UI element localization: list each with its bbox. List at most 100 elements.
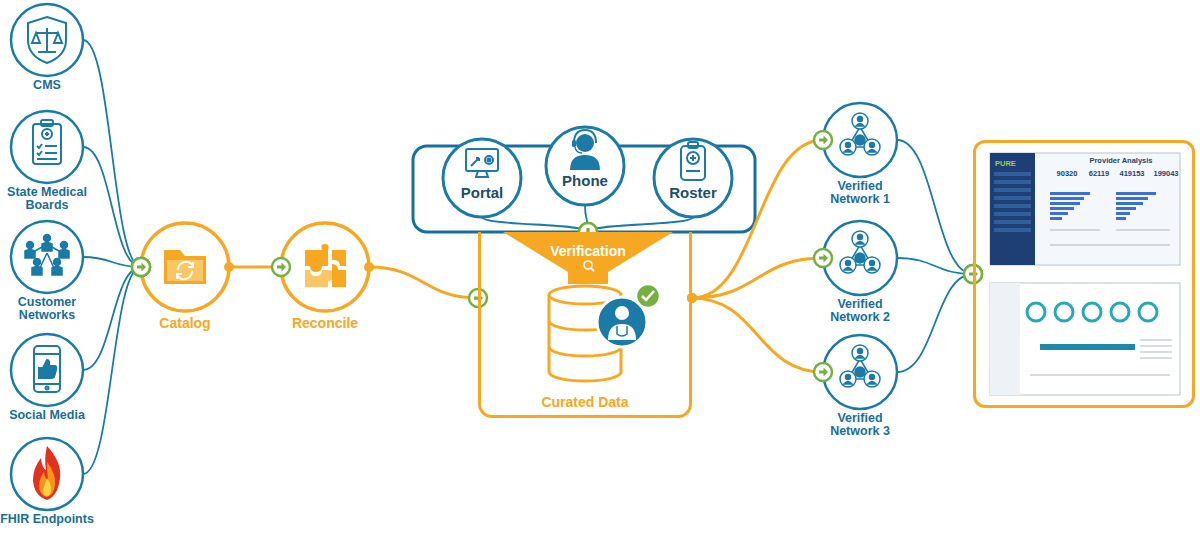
network-circle: Verified Network 3 [823, 335, 897, 409]
connector-line [692, 140, 823, 298]
connector [83, 147, 150, 276]
node-label: Customer Networks [0, 296, 94, 322]
connector [687, 249, 832, 303]
connector-line [692, 298, 823, 372]
source-node: FHIR Endpoints [11, 438, 83, 510]
clipboard-icon [33, 120, 61, 164]
source-node: Customer Networks [11, 221, 83, 293]
arrow-head [814, 249, 832, 267]
dashboard-value: 62119 [1084, 169, 1114, 179]
dashboard-value: PURE [995, 159, 1035, 169]
connector-dot [364, 262, 374, 272]
node-label: Verified Network 3 [812, 412, 908, 438]
dashboard-title: Provider Analysis [1066, 156, 1176, 165]
arrow-ring [132, 258, 150, 276]
connector-line [897, 258, 973, 274]
people-icon [25, 235, 69, 276]
node-label: State Medical Boards [0, 186, 94, 212]
connector-line [83, 267, 141, 370]
box-label: Curated Data [481, 394, 689, 410]
connector [364, 262, 487, 307]
arrow-ring [272, 258, 290, 276]
dashboard-value: 90320 [1052, 169, 1082, 179]
connector-line [897, 140, 973, 274]
node-label: CMS [0, 79, 94, 92]
connector [687, 131, 832, 303]
data-box: Curated Data Verification [478, 232, 692, 418]
arrow-ring [814, 249, 832, 267]
connector [83, 257, 150, 276]
arrow-glyph [137, 263, 146, 272]
arrow-glyph [819, 254, 828, 263]
channel-label: Portal [443, 184, 521, 201]
source-node: Social Media [11, 334, 83, 406]
network-circle: Verified Network 2 [823, 221, 897, 295]
connector-line [692, 258, 823, 298]
connector-dot [224, 262, 234, 272]
verification-funnel: Verification [503, 232, 673, 284]
arrow-ring [132, 258, 150, 276]
arrow-ring [814, 131, 832, 149]
arrow-head [814, 131, 832, 149]
node-label: Verified Network 2 [812, 298, 908, 324]
headset-icon [570, 130, 600, 170]
arrow-head [272, 258, 290, 276]
arrow-ring [814, 363, 832, 381]
connector [897, 265, 982, 372]
connector [224, 258, 290, 276]
channel-circle: Phone [546, 127, 624, 205]
arrow-ring [132, 258, 150, 276]
network-icon [840, 113, 880, 387]
connector [83, 258, 150, 370]
arrow-glyph [819, 136, 828, 145]
connector-line [482, 217, 588, 232]
channel-label: Phone [546, 172, 624, 189]
arrow-glyph [277, 263, 286, 272]
funnel-label: Verification [503, 243, 673, 259]
channel-label: Roster [654, 184, 732, 201]
connector [897, 140, 982, 283]
arrow-head [132, 258, 150, 276]
arrow-head [132, 258, 150, 276]
connector-line [83, 40, 141, 267]
scales-icon [28, 17, 66, 63]
dashboard-value: 199043 [1150, 169, 1182, 179]
arrow-ring [132, 258, 150, 276]
dashboard-screenshot [990, 153, 1180, 395]
folder-icon [164, 250, 206, 284]
node-label: Catalog [130, 315, 240, 331]
process-circle: Catalog [141, 223, 229, 311]
channel-circle: Portal [443, 139, 521, 217]
source-node: CMS [11, 4, 83, 76]
node-label: Verified Network 1 [812, 180, 908, 206]
connector-line [588, 217, 693, 232]
magnifier-icon [584, 261, 592, 269]
node-label: Social Media [0, 409, 94, 422]
connector-dot [687, 293, 697, 303]
connector-line [897, 274, 973, 372]
arrow-ring [132, 258, 150, 276]
arrow-head [132, 258, 150, 276]
arrow-head [132, 258, 150, 276]
node-label: FHIR Endpoints [0, 513, 94, 526]
puzzle-icon [305, 244, 346, 287]
connector-dot [687, 293, 697, 303]
magnifier-handle [591, 268, 594, 271]
network-circle: Verified Network 1 [823, 103, 897, 177]
arrow-glyph [819, 368, 828, 377]
connector [83, 40, 150, 276]
connector-line [83, 267, 141, 474]
arrow-head [814, 363, 832, 381]
monitor-icon [466, 149, 498, 177]
connector-dot [687, 293, 697, 303]
connector [687, 293, 832, 381]
connector [83, 258, 150, 474]
connector [897, 258, 982, 283]
channel-circle: Roster [654, 139, 732, 217]
badge-icon [681, 142, 705, 180]
source-node: State Medical Boards [11, 111, 83, 183]
node-label: Reconcile [270, 315, 380, 331]
connector-line [83, 147, 141, 267]
funnel-outline [503, 232, 673, 284]
